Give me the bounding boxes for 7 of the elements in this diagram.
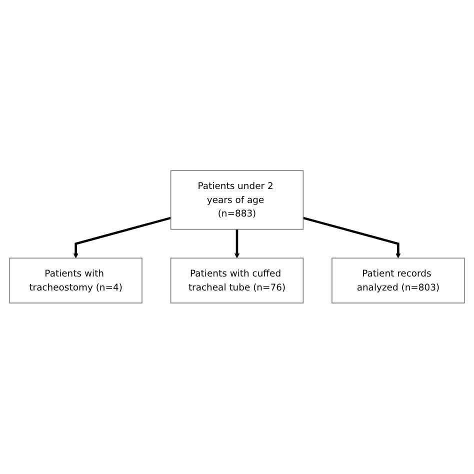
node-box: Patients under 2 years of age (n=883) xyxy=(170,170,304,230)
node-box: Patients with cuffed tracheal tube (n=76) xyxy=(170,258,304,304)
arrow xyxy=(302,217,401,259)
node-box: Patient records analyzed (n=803) xyxy=(332,258,465,304)
node-box: Patients with tracheostomy (n=4) xyxy=(9,258,142,304)
arrow xyxy=(73,217,172,259)
arrow xyxy=(234,230,240,259)
